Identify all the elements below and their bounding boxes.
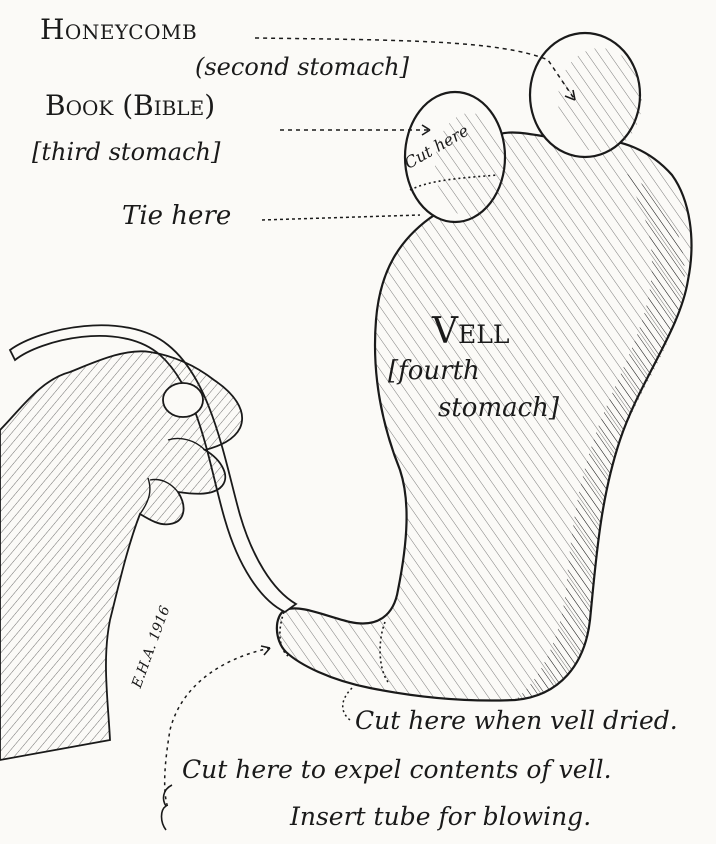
label-tie-here: Tie here: [122, 203, 231, 229]
label-cut-dried: Cut here when vell dried.: [355, 708, 678, 733]
book-shade: [435, 113, 505, 217]
hand: [0, 351, 242, 760]
leader-tie: [262, 215, 420, 220]
label-vell-note-2: stomach]: [438, 395, 559, 421]
brace: [162, 785, 173, 830]
leader-cut-expel: [165, 648, 270, 808]
label-honeycomb: Honeycomb: [40, 16, 197, 44]
honeycomb-shade: [558, 48, 642, 152]
label-vell: Vell: [432, 314, 509, 350]
label-honeycomb-note: (second stomach]: [195, 55, 409, 79]
label-book-note: [third stomach]: [32, 140, 220, 164]
leader-cut-dried: [343, 688, 352, 720]
label-book: Book (Bible): [45, 92, 215, 120]
label-vell-note-1: [fourth: [388, 358, 480, 384]
label-cut-expel: Cut here to expel contents of vell.: [182, 757, 612, 782]
label-insert-tube: Insert tube for blowing.: [290, 804, 591, 829]
thumb: [163, 383, 203, 417]
